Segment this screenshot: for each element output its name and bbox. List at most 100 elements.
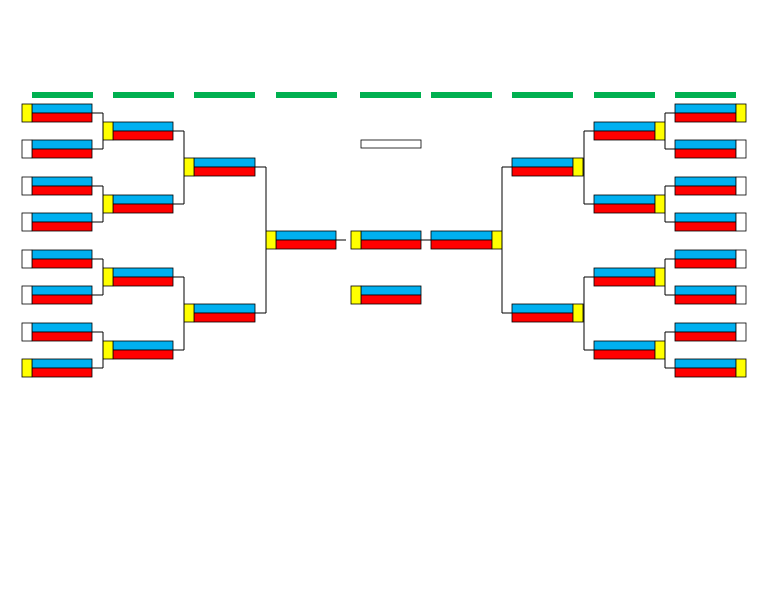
seed-box[interactable] — [654, 121, 666, 141]
seed-box[interactable] — [21, 103, 33, 123]
team-slot-top[interactable] — [511, 157, 574, 168]
team-slot-top[interactable] — [112, 267, 174, 278]
team-slot-bottom[interactable] — [31, 294, 93, 305]
team-slot-bottom[interactable] — [193, 166, 256, 177]
team-slot-bottom[interactable] — [193, 312, 256, 323]
team-slot-bottom[interactable] — [31, 258, 93, 269]
team-slot-bottom[interactable] — [674, 258, 737, 269]
right-r1-match-4[interactable] — [674, 212, 747, 232]
team-slot-top[interactable] — [674, 249, 737, 260]
seed-box[interactable] — [572, 303, 584, 323]
right-r1-match-6[interactable] — [674, 285, 747, 305]
right-r2-match-4[interactable] — [593, 340, 666, 360]
left-semifinal-match[interactable] — [265, 230, 337, 250]
seed-box[interactable] — [21, 285, 33, 305]
team-slot-bottom[interactable] — [593, 130, 656, 141]
seed-box[interactable] — [735, 285, 747, 305]
seed-box[interactable] — [21, 358, 33, 378]
champion-slot[interactable] — [360, 139, 422, 149]
left-r2-match-3[interactable] — [102, 267, 174, 287]
seed-box[interactable] — [102, 340, 114, 360]
team-slot-top[interactable] — [674, 139, 737, 150]
seed-box[interactable] — [21, 249, 33, 269]
left-r3-match-1[interactable] — [183, 157, 256, 177]
left-r2-match-4[interactable] — [102, 340, 174, 360]
seed-box[interactable] — [21, 176, 33, 196]
team-slot-bottom[interactable] — [674, 331, 737, 342]
seed-box[interactable] — [21, 322, 33, 342]
team-slot-top[interactable] — [31, 212, 93, 223]
team-slot-bottom[interactable] — [674, 294, 737, 305]
team-slot-bottom[interactable] — [360, 239, 422, 250]
left-r2-match-1[interactable] — [102, 121, 174, 141]
seed-box[interactable] — [735, 212, 747, 232]
seed-box[interactable] — [183, 157, 195, 177]
team-slot-bottom[interactable] — [430, 239, 493, 250]
team-slot-bottom[interactable] — [511, 312, 574, 323]
team-slot-bottom[interactable] — [674, 185, 737, 196]
seed-box[interactable] — [654, 194, 666, 214]
team-slot-bottom[interactable] — [112, 130, 174, 141]
team-slot-bottom[interactable] — [360, 294, 422, 305]
left-r1-match-4[interactable] — [21, 212, 93, 232]
right-r3-match-1[interactable] — [511, 157, 584, 177]
seed-box[interactable] — [265, 230, 277, 250]
team-slot-top[interactable] — [674, 212, 737, 223]
team-slot-top[interactable] — [31, 176, 93, 187]
seed-box[interactable] — [654, 267, 666, 287]
team-slot-bottom[interactable] — [31, 221, 93, 232]
left-r1-match-1[interactable] — [21, 103, 93, 123]
team-slot-bottom[interactable] — [275, 239, 337, 250]
right-r1-match-3[interactable] — [674, 176, 747, 196]
team-slot-bottom[interactable] — [31, 331, 93, 342]
seed-box[interactable] — [350, 285, 362, 305]
third-place-match[interactable] — [350, 285, 422, 305]
team-slot-bottom[interactable] — [674, 221, 737, 232]
team-slot-bottom[interactable] — [31, 112, 93, 123]
seed-box[interactable] — [102, 267, 114, 287]
right-semifinal-match[interactable] — [430, 230, 503, 250]
team-slot-top[interactable] — [31, 249, 93, 260]
team-slot-top[interactable] — [430, 230, 493, 241]
team-slot-top[interactable] — [360, 285, 422, 296]
right-r1-match-2[interactable] — [674, 139, 747, 159]
seed-box[interactable] — [572, 157, 584, 177]
seed-box[interactable] — [735, 358, 747, 378]
seed-box[interactable] — [735, 176, 747, 196]
seed-box[interactable] — [735, 249, 747, 269]
right-r1-match-7[interactable] — [674, 322, 747, 342]
seed-box[interactable] — [491, 230, 503, 250]
seed-box[interactable] — [183, 303, 195, 323]
team-slot-bottom[interactable] — [674, 112, 737, 123]
right-r1-match-1[interactable] — [674, 103, 747, 123]
team-slot-top[interactable] — [31, 139, 93, 150]
left-r1-match-7[interactable] — [21, 322, 93, 342]
seed-box[interactable] — [102, 121, 114, 141]
team-slot-top[interactable] — [275, 230, 337, 241]
team-slot-top[interactable] — [674, 358, 737, 369]
team-slot-top[interactable] — [193, 303, 256, 314]
team-slot-top[interactable] — [112, 340, 174, 351]
seed-box[interactable] — [102, 194, 114, 214]
team-slot-top[interactable] — [674, 322, 737, 333]
right-r2-match-1[interactable] — [593, 121, 666, 141]
team-slot-bottom[interactable] — [31, 185, 93, 196]
team-slot-bottom[interactable] — [112, 203, 174, 214]
team-slot-top[interactable] — [593, 340, 656, 351]
right-r2-match-3[interactable] — [593, 267, 666, 287]
team-slot-top[interactable] — [31, 103, 93, 114]
final-match[interactable] — [350, 230, 422, 250]
left-r1-match-3[interactable] — [21, 176, 93, 196]
team-slot-top[interactable] — [593, 194, 656, 205]
team-slot-top[interactable] — [593, 121, 656, 132]
left-r1-match-5[interactable] — [21, 249, 93, 269]
right-r1-match-5[interactable] — [674, 249, 747, 269]
team-slot-bottom[interactable] — [593, 349, 656, 360]
seed-box[interactable] — [735, 103, 747, 123]
seed-box[interactable] — [21, 212, 33, 232]
left-r1-match-2[interactable] — [21, 139, 93, 159]
team-slot-top[interactable] — [674, 103, 737, 114]
team-slot-top[interactable] — [31, 358, 93, 369]
team-slot-top[interactable] — [193, 157, 256, 168]
left-r1-match-8[interactable] — [21, 358, 93, 378]
